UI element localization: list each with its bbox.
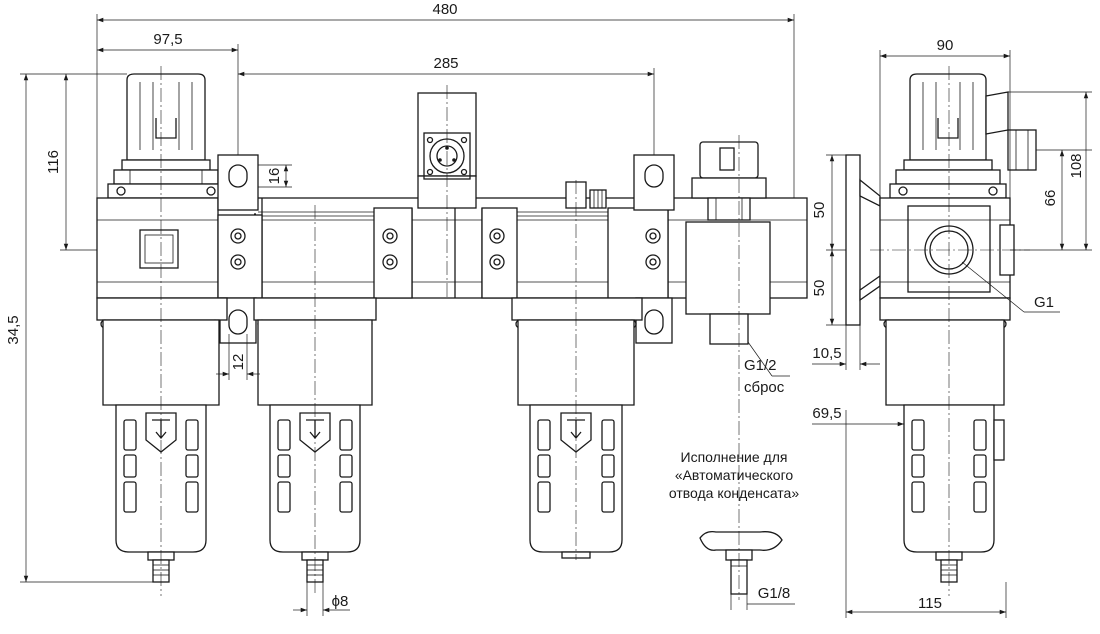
dim-bracket-offset: 69,5 xyxy=(812,405,841,422)
bowl-collars xyxy=(96,297,643,329)
dim-side-total-height: 108 xyxy=(1068,153,1085,178)
dimension-lines xyxy=(20,14,1092,618)
front-view xyxy=(96,66,808,600)
note-line-3: отвода конденсата» xyxy=(669,485,800,501)
dump-valve xyxy=(685,141,771,345)
dim-side-port-height: 66 xyxy=(1042,190,1059,207)
dim-drain-diameter: ϕ8 xyxy=(332,593,349,610)
dimension-labels: 480 97,5 285 90 116 34,5 16 12 ϕ8 G1/8 5… xyxy=(5,1,1085,612)
regulator-knob xyxy=(107,73,225,199)
dim-port-size: G1 xyxy=(1034,294,1054,311)
dim-overall-width: 480 xyxy=(432,1,457,18)
dim-module-pitch: 285 xyxy=(433,55,458,72)
dim-side-width: 90 xyxy=(937,37,954,54)
dim-side-upper: 50 xyxy=(811,202,828,219)
dim-regulator-offset: 97,5 xyxy=(153,31,182,48)
dim-mount-slot: 16 xyxy=(266,168,283,185)
clamp-bolts xyxy=(230,228,661,270)
mounting-brackets xyxy=(217,154,675,344)
dim-upper-height: 116 xyxy=(45,150,62,174)
side-view xyxy=(845,66,1037,596)
callout-dump-label: сброс xyxy=(744,379,785,396)
dim-bracket-thickness: 10,5 xyxy=(812,345,841,362)
dim-side-lower: 50 xyxy=(811,280,828,297)
note-line-2: «Автоматического xyxy=(675,467,794,483)
note-line-1: Исполнение для xyxy=(681,449,788,465)
callout-dump-thread: G1/2 xyxy=(744,357,777,374)
dim-side-bottom-width: 115 xyxy=(918,595,942,612)
dim-slot-width: 12 xyxy=(230,354,247,371)
side-wall-bracket xyxy=(845,154,881,326)
dim-drain-thread: G1/8 xyxy=(758,585,791,602)
dim-total-height: 34,5 xyxy=(5,315,22,344)
auto-drain-note: Исполнение для «Автоматического отвода к… xyxy=(669,449,800,501)
filter-bowls xyxy=(102,319,635,583)
top-valve xyxy=(565,181,607,209)
